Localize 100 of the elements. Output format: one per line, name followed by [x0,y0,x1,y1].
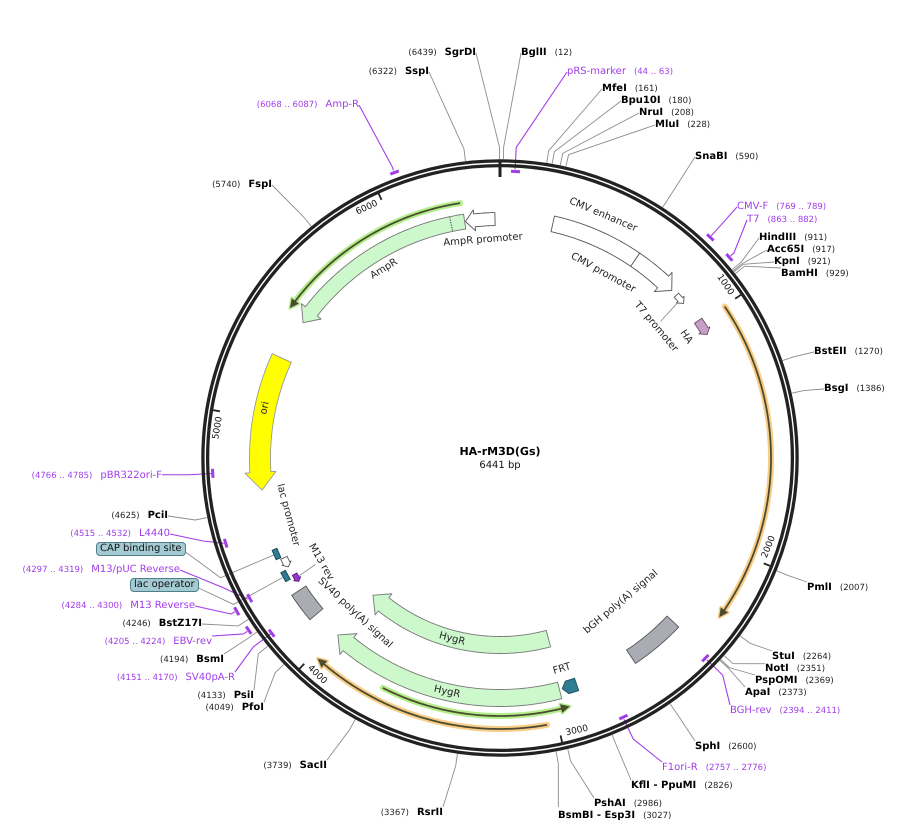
leader-line [732,250,768,272]
cut-site-position: (2986) [634,798,662,810]
leader-line [706,659,731,706]
cut-site-position: (228) [687,119,710,131]
enzyme-name: HindIII [759,232,796,244]
enzyme-name: BsgI [824,383,848,395]
leader-line [740,636,772,652]
cut-site-position: (4246) [122,618,151,630]
leader-line [612,734,632,780]
cut-site-position: (917) [812,244,836,256]
cut-site-position: (3367) [380,807,409,819]
leader-line [264,664,284,702]
cut-site-position: (4194) [160,654,188,666]
primer-name: CMV-F [737,201,768,213]
feature-label: HygR [432,684,462,700]
primer-range: (4151 .. 4170) [116,672,178,684]
enzyme-name: Acc65I [767,244,804,256]
primer-site-mark [244,626,252,635]
leader-line [326,719,356,760]
primer-range: (2757 .. 2776) [706,762,766,774]
leader-line [732,238,760,270]
enzyme-name: ApaI [745,687,770,699]
leader-line [782,352,814,362]
enzyme-name: NotI [765,663,789,675]
leader-line [503,52,522,160]
leader-line [567,748,594,798]
cut-site-position: (921) [808,256,831,268]
callout-label: lac operator [130,578,199,592]
enzyme-name: MfeI [602,83,627,95]
primer-name: pBR322ori-F [100,470,162,482]
leader-line [198,577,283,605]
leader-line [724,655,766,664]
leader-line [254,646,268,690]
primer-name: SV40pA-R [186,672,235,684]
cut-site-position: (208) [671,107,694,119]
leader-line [170,533,224,544]
scale-number: 2000 [760,534,778,560]
primer-name: Amp-R [326,99,359,111]
scale-number: 6000 [354,198,380,218]
leader-line [212,630,248,637]
cut-site-position: (6322) [368,66,397,78]
leader-line [272,184,312,227]
primer-range: (4766 .. 4785) [32,470,92,482]
enzyme-name: KpnI [774,256,800,268]
leader-line [791,388,824,394]
leader-line [623,718,662,762]
primer-name: EBV-rev [173,636,212,648]
cut-site-position: (161) [634,83,658,95]
primer-range: (44 .. 63) [634,66,674,78]
leader-line [552,100,622,164]
enzyme-name: BstEII [814,346,847,358]
enzyme-name: PshAI [594,798,626,810]
enzyme-name: KflI - PpuMI [631,780,696,792]
enzyme-name: PciI [148,510,168,522]
primer-range: (4515 .. 4532) [70,528,131,540]
enzyme-name: FspI [248,179,272,191]
leader-line [556,751,559,808]
enzyme-name: BamHI [781,268,818,280]
primer-name: M13 Reverse [130,600,195,612]
primer-range: (4297 .. 4319) [22,564,84,576]
enzyme-name: PmlI [807,582,832,594]
leader-line [565,124,656,167]
operator-site-mark [280,570,291,582]
leader-line [560,112,640,166]
leader-line [719,660,746,688]
primer-range: (4205 .. 4224) [104,636,166,648]
primer-site-mark [706,232,714,241]
primer-site-mark [702,654,710,663]
leader-line [776,570,808,582]
primer-name: pRS-marker [567,66,626,78]
cut-site-position: (4133) [197,690,226,702]
primer-range: (4284 .. 4300) [62,600,122,612]
enzyme-name: SgrDI [444,47,476,59]
primer-site-mark [222,538,228,548]
leader-line [733,262,774,272]
enzyme-name: SnaBI [695,151,728,163]
enzyme-name: SacII [300,760,327,772]
leader-line [168,516,208,520]
feature-label: FRT [552,661,572,677]
scale-number: 3000 [564,724,590,738]
feature-label: HA [678,328,695,346]
cut-site-position: (2826) [704,780,733,792]
cut-site-position: (5740) [212,179,240,191]
leader-line [730,220,748,256]
primer-name: F1ori-R [662,762,698,774]
enzyme-name: BsmI [196,654,224,666]
enzyme-name: Bpu10I [621,95,661,107]
primer-site-mark [232,606,240,616]
enzyme-name: BglII [521,47,547,59]
leader-line [162,473,212,476]
cut-site-position: (2373) [778,687,807,699]
leader-line [194,605,236,615]
plasmid-length: 6441 bp [479,459,521,472]
cut-site-position: (929) [826,268,849,280]
feature-label: HygR [437,630,466,648]
leader-line [202,618,249,626]
primer-name: BGH-rev [730,705,772,717]
leader-line [546,88,602,164]
leader-line [670,703,696,742]
cut-site-position: (4625) [111,510,140,522]
